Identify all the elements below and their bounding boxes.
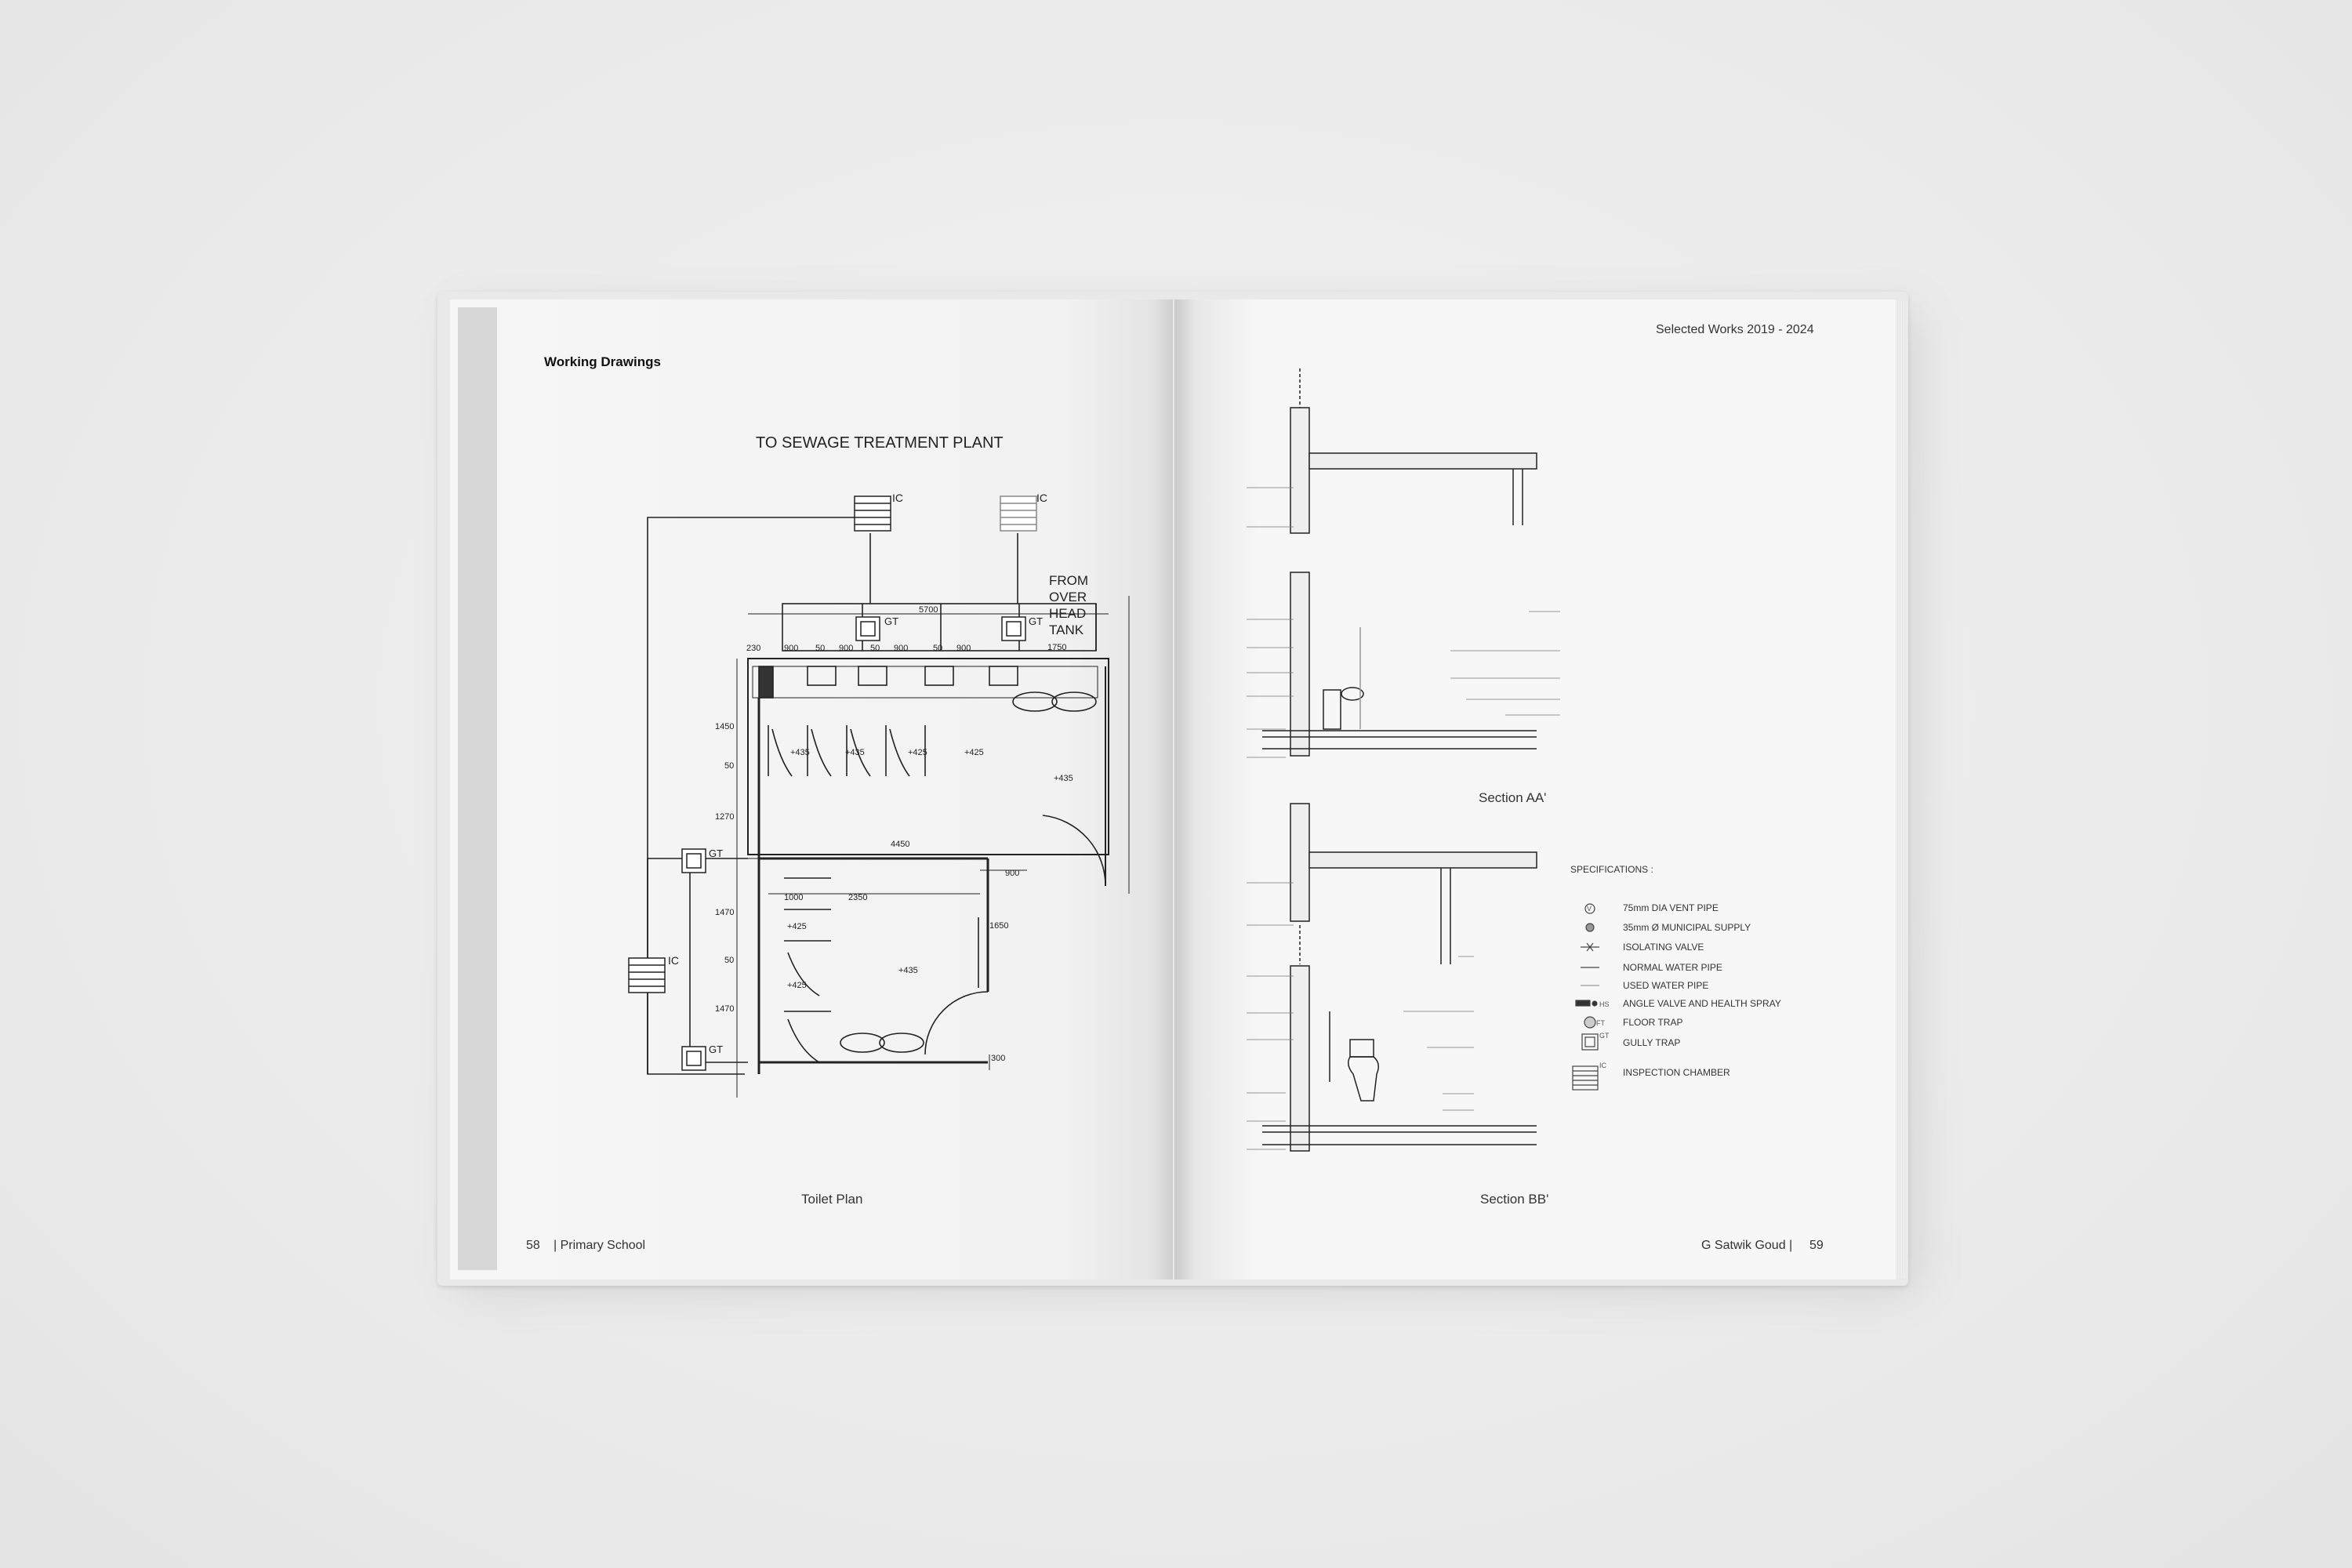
gt-label: GT: [709, 848, 723, 859]
legend-item: ISOLATING VALVE: [1623, 942, 1704, 953]
ic-label: IC: [892, 492, 903, 504]
level-425: +425: [787, 922, 807, 931]
dim-900: 900: [839, 644, 853, 653]
gully-trap-icons: [681, 616, 1026, 1071]
dim-1470: 1470: [715, 1004, 734, 1014]
gt-label: GT: [1029, 615, 1043, 627]
section-name: | Primary School: [554, 1239, 646, 1252]
sewer-line: [647, 517, 858, 1075]
page-edges: [1896, 301, 1907, 1278]
level-435: +435: [898, 966, 918, 975]
symbol-v: V: [1587, 905, 1592, 913]
overhead-label-1: FROM: [1049, 573, 1088, 588]
legend-item: FLOOR TRAP: [1623, 1017, 1682, 1028]
plan-caption: Toilet Plan: [801, 1192, 863, 1207]
inspection-chamber-icons: [628, 495, 1037, 993]
dim-50: 50: [870, 644, 880, 653]
dim-300: 300: [991, 1054, 1005, 1063]
dim-900: 900: [956, 644, 971, 653]
symbol-ic: IC: [1599, 1062, 1607, 1069]
health-spray-icon: [1575, 1000, 1598, 1007]
overhead-label-2: OVER: [1049, 590, 1087, 604]
page-header-right: Selected Works 2019 - 2024: [1656, 323, 1814, 336]
dim-900: 900: [894, 644, 908, 653]
inspection-chamber-icon: [1572, 1065, 1599, 1091]
dim-50: 50: [933, 644, 942, 653]
overhead-label-4: TANK: [1049, 622, 1084, 637]
dim-1000: 1000: [784, 893, 803, 902]
vent-pipe-icon: [1584, 903, 1595, 914]
ic-label: IC: [668, 954, 679, 967]
level-425: +425: [787, 981, 807, 990]
overhead-label-3: HEAD: [1049, 606, 1086, 621]
legend-item: NORMAL WATER PIPE: [1623, 962, 1722, 973]
section-bb-caption: Section BB': [1480, 1192, 1549, 1207]
ic-label: IC: [1036, 492, 1047, 504]
gully-trap-icon: [1581, 1033, 1599, 1051]
municipal-supply-icon: [1585, 923, 1595, 932]
symbol-gt: GT: [1599, 1032, 1610, 1040]
dim-1650: 1650: [989, 921, 1008, 931]
gt-label: GT: [709, 1044, 723, 1055]
symbol-hs: HS: [1599, 1000, 1610, 1008]
level-435: +435: [790, 748, 810, 757]
level-435: +435: [845, 748, 865, 757]
dim-1470: 1470: [715, 908, 734, 917]
dim-2350: 2350: [848, 893, 867, 902]
legend-item: ANGLE VALVE AND HEALTH SPRAY: [1623, 998, 1781, 1009]
dim-50: 50: [724, 956, 734, 965]
left-page: [450, 299, 1173, 1279]
dim-50: 50: [815, 644, 825, 653]
specifications-title: SPECIFICATIONS :: [1570, 864, 1653, 875]
dim-1750: 1750: [1047, 643, 1066, 652]
level-435: +435: [1054, 774, 1073, 783]
dim-1270: 1270: [715, 812, 734, 822]
page-number-right: 59: [1809, 1239, 1824, 1252]
floor-trap-icon: [1584, 1016, 1596, 1029]
legend-item: 35mm Ø MUNICIPAL SUPPLY: [1623, 922, 1751, 933]
dim-900: 900: [784, 644, 798, 653]
level-425: +425: [964, 748, 984, 757]
section-aa-caption: Section AA': [1479, 790, 1547, 805]
dim-5700: 5700: [919, 605, 938, 615]
symbol-ft: FT: [1596, 1019, 1605, 1027]
author-name: G Satwik Goud |: [1701, 1239, 1793, 1252]
dim-900: 900: [1005, 869, 1019, 878]
dim-50: 50: [724, 761, 734, 771]
sewage-label: TO SEWAGE TREATMENT PLANT: [756, 434, 1004, 452]
left-page-margin-band: [458, 307, 497, 1270]
legend-symbols: V HS FT GT IC 75mm DIA VENT PIPE 35mm Ø …: [1572, 902, 1781, 1091]
page-number-left: 58: [526, 1239, 540, 1252]
section-bb-drawing: [1262, 803, 1537, 1152]
dim-230: 230: [746, 644, 760, 653]
legend-item: GULLY TRAP: [1623, 1037, 1680, 1048]
gt-label: GT: [884, 615, 898, 627]
isolating-valve-icon: [1581, 942, 1599, 952]
dim-4450: 4450: [891, 840, 909, 849]
specifications-legend: SPECIFICATIONS : V HS FT GT IC 75mm DIA …: [1568, 862, 1803, 1098]
dim-1450: 1450: [715, 722, 734, 731]
legend-item: USED WATER PIPE: [1623, 980, 1708, 991]
page-header-left: Working Drawings: [544, 354, 661, 369]
section-aa-drawing: [1262, 368, 1537, 757]
legend-item: 75mm DIA VENT PIPE: [1623, 902, 1719, 913]
level-425: +425: [908, 748, 927, 757]
legend-item: INSPECTION CHAMBER: [1623, 1067, 1730, 1078]
